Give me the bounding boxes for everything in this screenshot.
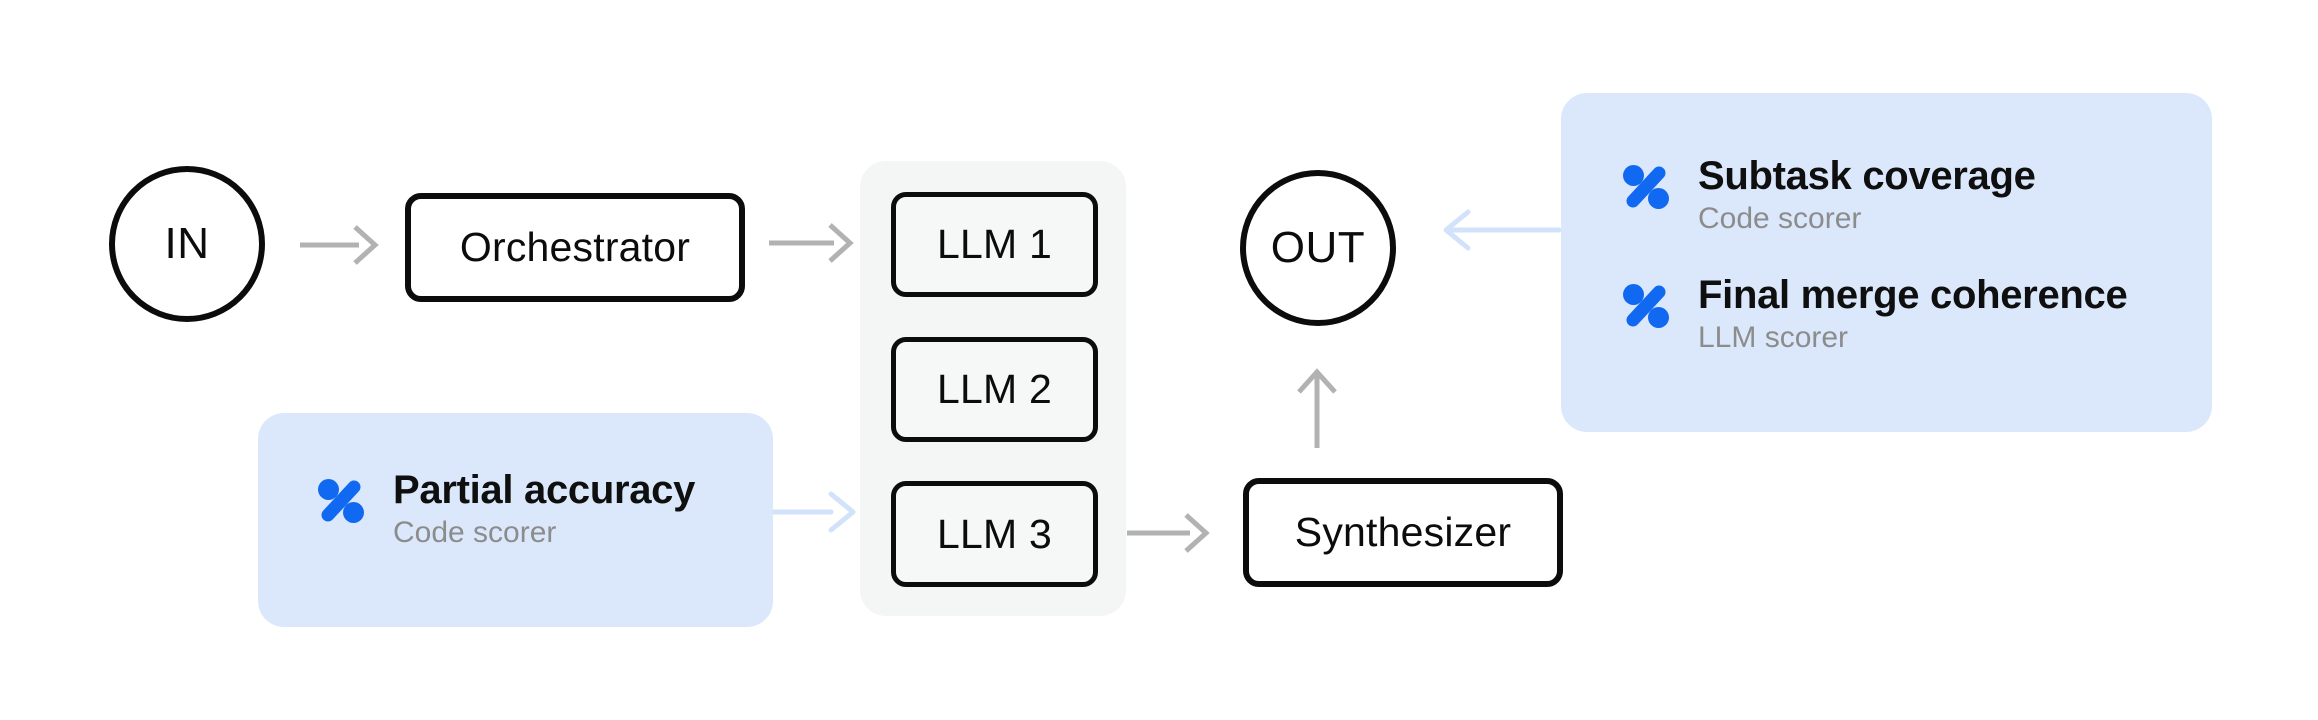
arrow-partial-accuracy-to-llm3-icon	[771, 491, 856, 533]
arrow-synthesizer-to-out-icon	[1297, 368, 1337, 448]
output-scorers-panel: Subtask coverage Code scorer Final merge…	[1561, 93, 2212, 432]
percent-scorer-icon	[1622, 163, 1670, 216]
output-node-label: OUT	[1270, 223, 1366, 272]
percent-scorer-icon	[317, 477, 365, 530]
orchestrator-node-label: Orchestrator	[459, 224, 691, 270]
synthesizer-node: Synthesizer	[1243, 478, 1563, 587]
input-node: IN	[109, 166, 265, 322]
llm-2-node: LLM 2	[891, 337, 1098, 442]
arrow-scorers-to-out-icon	[1443, 209, 1562, 251]
orchestrator-node: Orchestrator	[405, 193, 745, 302]
input-node-label: IN	[164, 219, 210, 268]
llm-1-node-label: LLM 1	[937, 221, 1052, 267]
scorer-title: Subtask coverage	[1698, 154, 2036, 198]
scorer-item: Subtask coverage Code scorer	[1622, 151, 2212, 237]
scorer-title: Final merge coherence	[1698, 273, 2128, 317]
scorer-item: Final merge coherence LLM scorer	[1622, 270, 2212, 356]
scorer-title: Partial accuracy	[393, 468, 696, 512]
llm-1-node: LLM 1	[891, 192, 1098, 297]
arrow-in-to-orchestrator-icon	[300, 225, 379, 265]
arrow-llm3-to-synthesizer-icon	[1127, 513, 1210, 553]
percent-scorer-icon	[1622, 282, 1670, 335]
partial-accuracy-scorer-panel: Partial accuracy Code scorer	[258, 413, 773, 627]
llm-2-node-label: LLM 2	[937, 366, 1052, 412]
llm-3-node-label: LLM 3	[937, 510, 1052, 557]
output-node: OUT	[1240, 170, 1396, 326]
synthesizer-node-label: Synthesizer	[1294, 509, 1512, 555]
scorer-item: Partial accuracy Code scorer	[317, 465, 773, 551]
scorer-subtitle: LLM scorer	[1698, 321, 1849, 354]
llm-3-node: LLM 3	[891, 481, 1098, 587]
scorer-subtitle: Code scorer	[393, 516, 557, 549]
arrow-orchestrator-to-llms-icon	[769, 223, 854, 263]
scorer-subtitle: Code scorer	[1698, 202, 1862, 235]
